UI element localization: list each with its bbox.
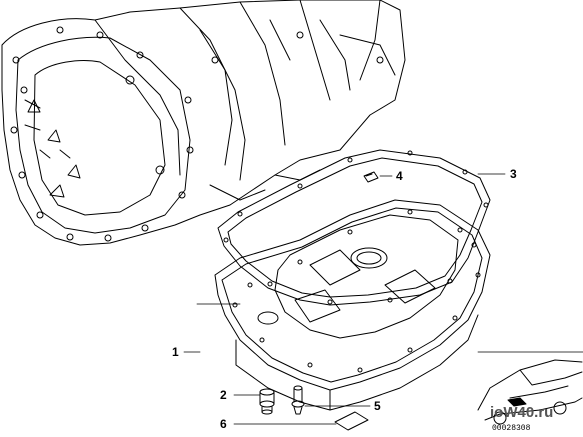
screw-part-5 — [291, 385, 305, 415]
gasket-part-3 — [217, 149, 491, 306]
drain-plug-part-2 — [259, 388, 275, 415]
clip-part-4 — [363, 171, 379, 183]
oil-pan-part-1 — [214, 199, 491, 411]
watermark-logo: ioW40.ru — [490, 404, 554, 421]
seal-part-6 — [334, 411, 369, 431]
callout-2: 2 — [220, 388, 227, 402]
callout-5: 5 — [374, 399, 381, 413]
leader-lines — [183, 173, 583, 425]
callout-1: 1 — [172, 345, 179, 359]
car-thumbnail — [477, 359, 583, 425]
callout-4: 4 — [396, 169, 403, 183]
callout-6: 6 — [220, 417, 227, 431]
callout-3: 3 — [510, 167, 517, 181]
diagram-id-label: 00028308 — [492, 424, 531, 433]
transmission-housing — [1, 0, 406, 246]
